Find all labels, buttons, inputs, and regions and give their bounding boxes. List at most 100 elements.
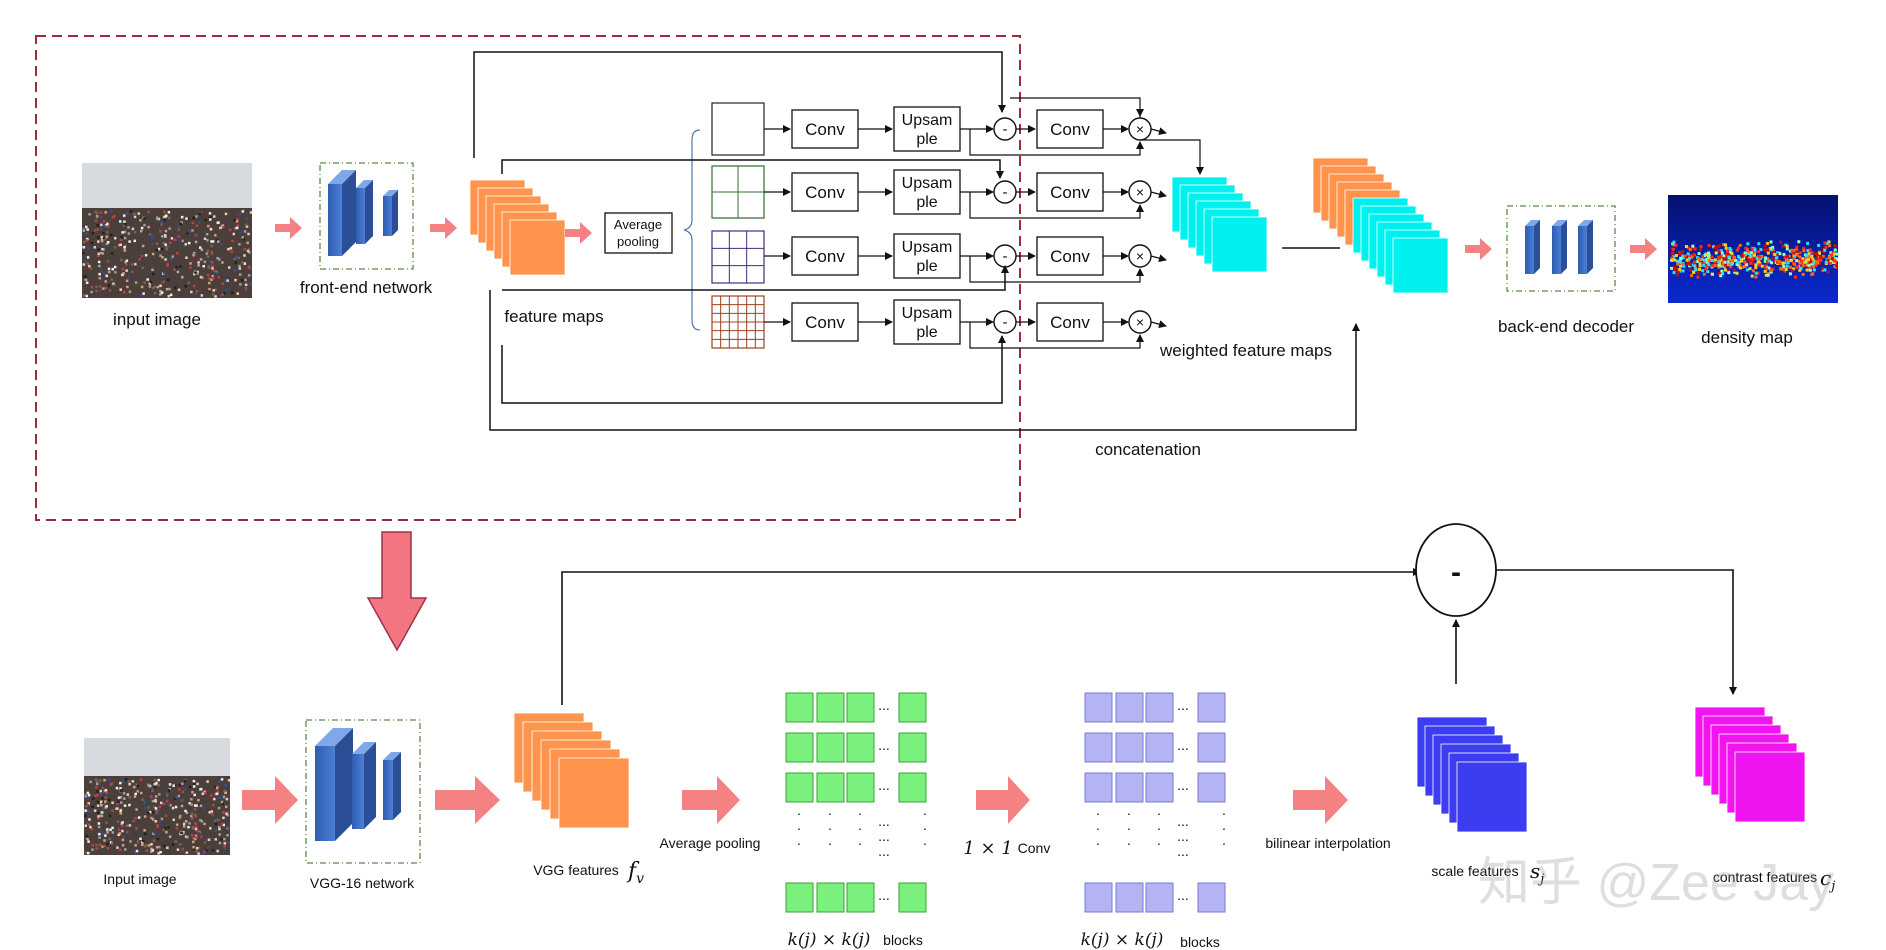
density-dot <box>1713 260 1717 264</box>
crowd-dot <box>211 849 215 852</box>
block-top <box>328 170 356 184</box>
crowd-dot <box>123 220 126 223</box>
crowd-dot <box>97 815 100 818</box>
crowd-dot <box>137 212 141 215</box>
crowd-dot <box>94 794 97 798</box>
density-dot <box>1689 263 1693 267</box>
density-dot <box>1730 255 1734 259</box>
crowd-dot <box>192 253 195 257</box>
crowd-dot <box>104 800 107 803</box>
density-dot <box>1719 254 1723 258</box>
vertical-dot: · <box>1157 820 1162 836</box>
density-dot <box>1751 269 1755 273</box>
crowd-dot <box>95 211 99 215</box>
crowd-dot <box>187 241 191 245</box>
crowd-dot <box>86 256 90 259</box>
crowd-dot <box>148 233 152 236</box>
crowd-dot <box>132 785 136 789</box>
density-dot <box>1815 253 1819 257</box>
crowd-dot <box>136 784 139 787</box>
crowd-dot <box>111 809 114 812</box>
vgg-to-contrast-line <box>561 568 1421 705</box>
skip-to-multiply <box>969 256 1144 283</box>
crowd-dot <box>216 256 219 260</box>
density-dot <box>1768 246 1772 250</box>
crowd-dot <box>222 816 225 820</box>
crowd-dot <box>96 804 100 807</box>
density-dot <box>1832 257 1836 261</box>
crowd-dot <box>223 847 226 851</box>
density-dot <box>1756 271 1760 275</box>
density-dot <box>1730 253 1734 257</box>
crowd-dot <box>104 280 107 283</box>
crowd-dot <box>152 839 156 842</box>
crowd-dot <box>160 247 164 251</box>
density-dot <box>1720 251 1724 255</box>
crowd-dot <box>123 804 127 807</box>
crowd-dot <box>97 822 101 825</box>
crowd-dot <box>222 225 225 229</box>
crowd-dot <box>88 818 91 821</box>
crowd-dot <box>90 828 94 831</box>
density-dot <box>1681 262 1685 266</box>
crowd-dot <box>106 222 109 226</box>
density-dot <box>1727 260 1731 264</box>
crowd-dot <box>120 258 123 262</box>
crowd-dot <box>105 274 108 278</box>
crowd-dot <box>221 282 225 286</box>
concatenated-feature-stack <box>1312 157 1449 294</box>
pink-arrow <box>1465 238 1492 260</box>
density-dot <box>1672 240 1676 244</box>
crowd-dot <box>157 247 161 251</box>
density-dot <box>1727 269 1731 273</box>
density-dot <box>1746 242 1750 246</box>
crowd-dot <box>103 844 106 848</box>
crowd-dot <box>216 849 219 853</box>
feature-block <box>785 882 814 913</box>
crowd-dot <box>94 210 97 213</box>
crowd-dot <box>218 827 221 831</box>
crowd-dot <box>84 814 87 818</box>
crowd-dot <box>194 822 198 825</box>
crowd-dot <box>211 274 214 278</box>
crowd-dot <box>234 256 238 259</box>
crowd-dot <box>165 287 169 291</box>
crowd-dot <box>150 842 153 846</box>
crowd-dot <box>180 215 184 219</box>
crowd-dot <box>158 793 161 796</box>
crowd-dot <box>127 226 130 229</box>
crowd-dot <box>142 292 145 295</box>
density-dot <box>1814 259 1818 263</box>
block-front <box>1552 226 1561 274</box>
crowd-dot <box>210 252 214 255</box>
crowd-dot <box>225 797 229 801</box>
density-dot <box>1691 244 1695 248</box>
density-dot <box>1785 264 1789 268</box>
crowd-dot <box>135 827 138 830</box>
density-dot <box>1829 253 1833 257</box>
crowd-dot <box>194 292 198 296</box>
vertical-dot: · <box>797 820 802 836</box>
crowd-dot <box>135 849 139 853</box>
density-dot <box>1707 259 1711 263</box>
crowd-dot <box>230 250 234 253</box>
crowd-dot <box>122 835 126 838</box>
crowd-dot <box>142 839 145 843</box>
density-dot <box>1801 272 1805 276</box>
crowd-dot <box>121 821 124 824</box>
density-dot <box>1697 252 1701 256</box>
block-top <box>1578 220 1593 226</box>
density-dot <box>1749 254 1753 258</box>
crowd-dot <box>165 830 168 834</box>
crowd-dot <box>210 250 213 254</box>
conv-box <box>1036 236 1104 276</box>
input-image-label: input image <box>113 310 201 329</box>
density-dot <box>1816 261 1820 265</box>
crowd-dot <box>239 231 242 234</box>
crowd-dot <box>188 785 192 789</box>
crowd-dot <box>191 827 195 830</box>
density-dot <box>1685 256 1689 260</box>
crowd-dot <box>139 219 142 222</box>
feature-block <box>816 732 845 763</box>
crowd-dot <box>153 285 156 289</box>
